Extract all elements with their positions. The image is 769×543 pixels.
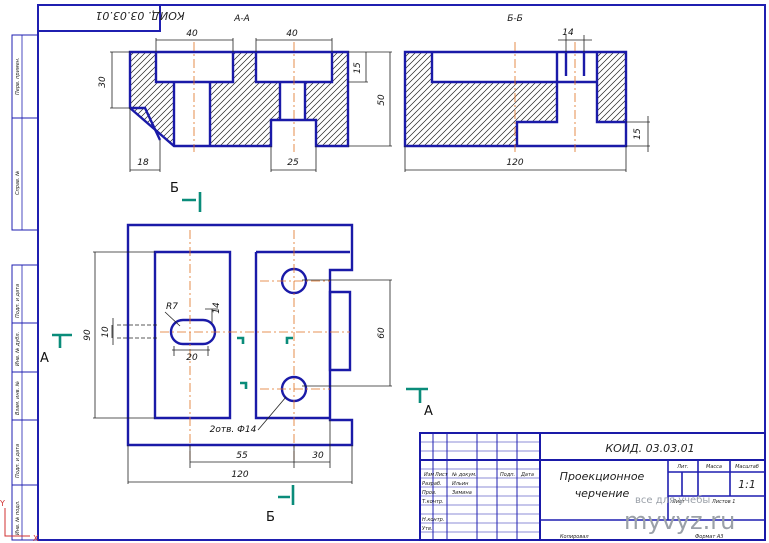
dim-plan-55: 55 [236,451,248,461]
tb-row-nkontr: Н.контр. [422,517,444,523]
format-label: Формат А3 [695,534,723,540]
dim-aa-15: 15 [353,62,363,74]
dim-aa-40-right: 40 [286,29,298,39]
cut-mark-a-left: А [40,351,49,366]
dim-plan-20: 20 [186,353,198,363]
title-block-code: КОИД. 03.03.01 [605,442,694,455]
dim-bb-120: 120 [506,158,523,168]
side-strip-top [11,34,39,231]
tb-row-tkontr: Т.контр. [422,499,444,505]
watermark-site: myvyz.ru [624,507,735,535]
side-inv-podl: Инв. № подл. [15,501,21,536]
tb-col-lit: Лит. [676,464,689,470]
dim-bb-15: 15 [633,128,643,140]
tb-row-list: Лист [434,472,449,478]
plan-view-dims: 90 10 R7 14 20 60 2отв. Ф14 55 30 120 [83,251,392,484]
tb-col-scale: Масштаб [735,464,759,470]
svg-text:X: X [33,534,39,543]
side-sprav: Справ. № [15,171,21,195]
section-aa-dims: 40 40 30 15 50 18 25 [98,29,392,172]
dim-plan-30: 30 [312,451,324,461]
section-aa-title: А-А [233,14,250,24]
cut-mark-b-top: Б [170,181,179,196]
cut-mark-b-bottom: Б [266,510,275,525]
tb-sheet-label: Лист [671,499,686,505]
side-inv-dubl: Инв. № дубл. [15,332,21,366]
tb-row-sign: Подп. [500,472,515,478]
tb-razrab-name: Ильин [452,481,469,487]
dim-plan-60: 60 [377,327,387,339]
side-podp-data-1: Подп. и дата [15,284,21,318]
tb-prov-name: Зимина [452,490,472,496]
stamp-code: КОИД. 03.03.01 [95,9,184,22]
cut-marks: Б Б А А [40,181,433,525]
dim-plan-90: 90 [83,329,93,341]
tb-sheets-label: Листов 1 [711,499,735,505]
dim-bb-14: 14 [562,28,574,38]
tb-row-razrab: Разраб. [422,481,442,487]
tb-row-date: Дата [520,472,534,478]
tb-row-prov: Пров. [422,490,437,496]
section-aa [128,42,350,152]
dim-aa-30: 30 [98,76,108,88]
dim-aa-18: 18 [137,158,149,168]
title-block-name-2: черчение [575,487,630,500]
tb-col-mass: Масса [706,464,722,470]
dim-plan-r7: R7 [166,302,178,312]
plan-view [117,223,354,462]
title-block: КОИД. 03.03.01 Проекционное черчение Лит… [419,432,766,541]
dim-aa-50: 50 [377,94,387,106]
cut-mark-a-right: А [424,404,433,419]
section-bb-dims: 14 120 15 [404,28,650,172]
dim-plan-14: 14 [212,302,222,314]
side-podp-data-2: Подп. и дата [15,444,21,478]
tb-scale: 1:1 [738,478,756,491]
tb-row-utv: Утв. [422,526,433,532]
svg-text:Y: Y [0,499,5,508]
side-vzam-inv: Взам. инв. № [15,381,21,415]
tb-row-doc: № докум. [451,472,477,478]
corner-axis-marker: Y X [0,499,39,543]
dim-plan-holes: 2отв. Ф14 [210,425,257,435]
tb-row-izm: Изм [424,472,434,478]
side-strip-bottom [11,264,39,541]
watermark-line1: все для учебы [635,495,710,506]
dim-aa-25: 25 [287,158,299,168]
side-perv-primen: Перв. примен. [15,57,21,95]
dim-plan-120: 120 [231,470,248,480]
title-block-name-1: Проекционное [560,470,645,483]
section-bb-title: Б-Б [507,14,523,24]
copied-label: Копировал [560,534,589,540]
dim-plan-10: 10 [101,326,111,338]
stamp-box [37,4,161,32]
dim-aa-40-left: 40 [186,29,198,39]
section-bb [403,42,628,152]
